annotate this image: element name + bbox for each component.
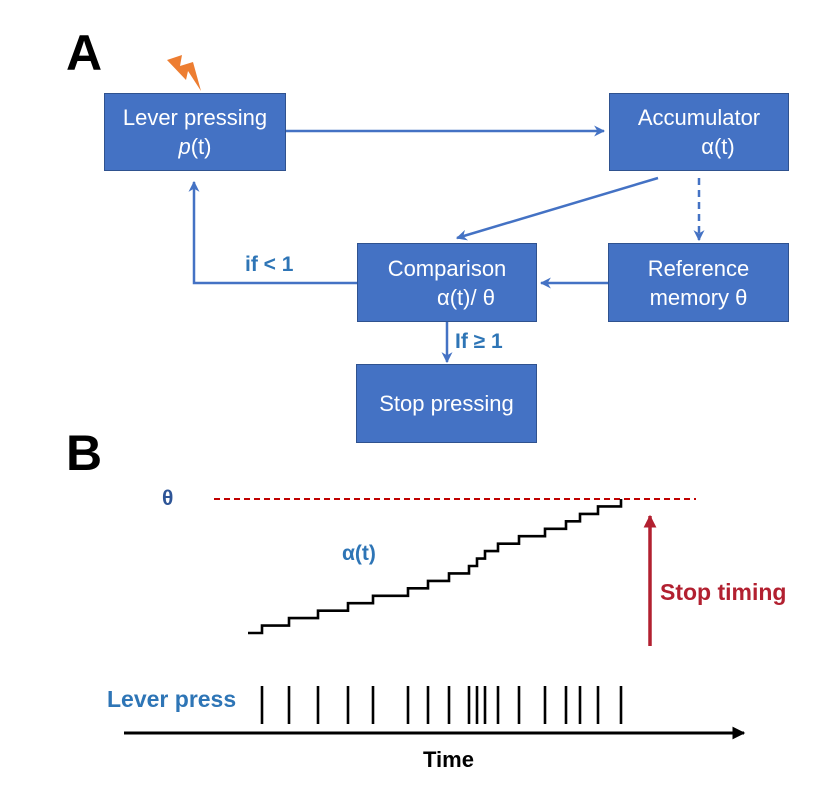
accumulator-title: Accumulator	[637, 105, 761, 130]
lever-press-ticks	[260, 686, 623, 724]
accumulator-formula: α(t)	[701, 134, 735, 159]
lever-press-label: Lever press	[107, 686, 237, 712]
reference-memory-box: Reference memory θ	[608, 243, 789, 322]
reference-formula: memory θ	[649, 284, 748, 310]
lever-pressing-formula-p: p	[178, 134, 191, 159]
lightning-bolt-icon	[167, 55, 201, 91]
lever-pressing-title: Lever pressing	[122, 105, 268, 130]
staircase-path	[248, 499, 623, 635]
stop-timing-label: Stop timing	[660, 579, 787, 605]
alpha-label: α(t)	[342, 542, 376, 565]
lever-pressing-formula-t: (t)	[190, 134, 212, 159]
stop-pressing-box: Stop pressing	[356, 364, 537, 443]
if-less-label: if < 1	[245, 253, 294, 276]
comparison-title: Comparison	[387, 255, 507, 281]
reference-title: Reference	[647, 255, 750, 281]
if-geq-label: If ≥ 1	[455, 330, 503, 353]
accumulator-box: Accumulator α(t)	[609, 93, 789, 171]
comparison-box: Comparison α(t)/ θ	[357, 243, 537, 322]
lever-pressing-box: Lever pressing p(t)	[104, 93, 286, 171]
theta-label: θ	[162, 487, 174, 510]
stop-pressing-title: Stop pressing	[379, 391, 514, 416]
panel-label-a: A	[66, 25, 103, 81]
time-label: Time	[423, 747, 474, 772]
lever-pressing-formula: p(t)	[178, 132, 211, 161]
arrow-accumulator-to-comparison	[455, 176, 659, 241]
panel-label-b: B	[66, 425, 103, 481]
comparison-formula: α(t)/ θ	[437, 284, 495, 310]
arrow-comparison-to-lever	[188, 180, 357, 285]
accumulator-staircase	[248, 499, 623, 635]
